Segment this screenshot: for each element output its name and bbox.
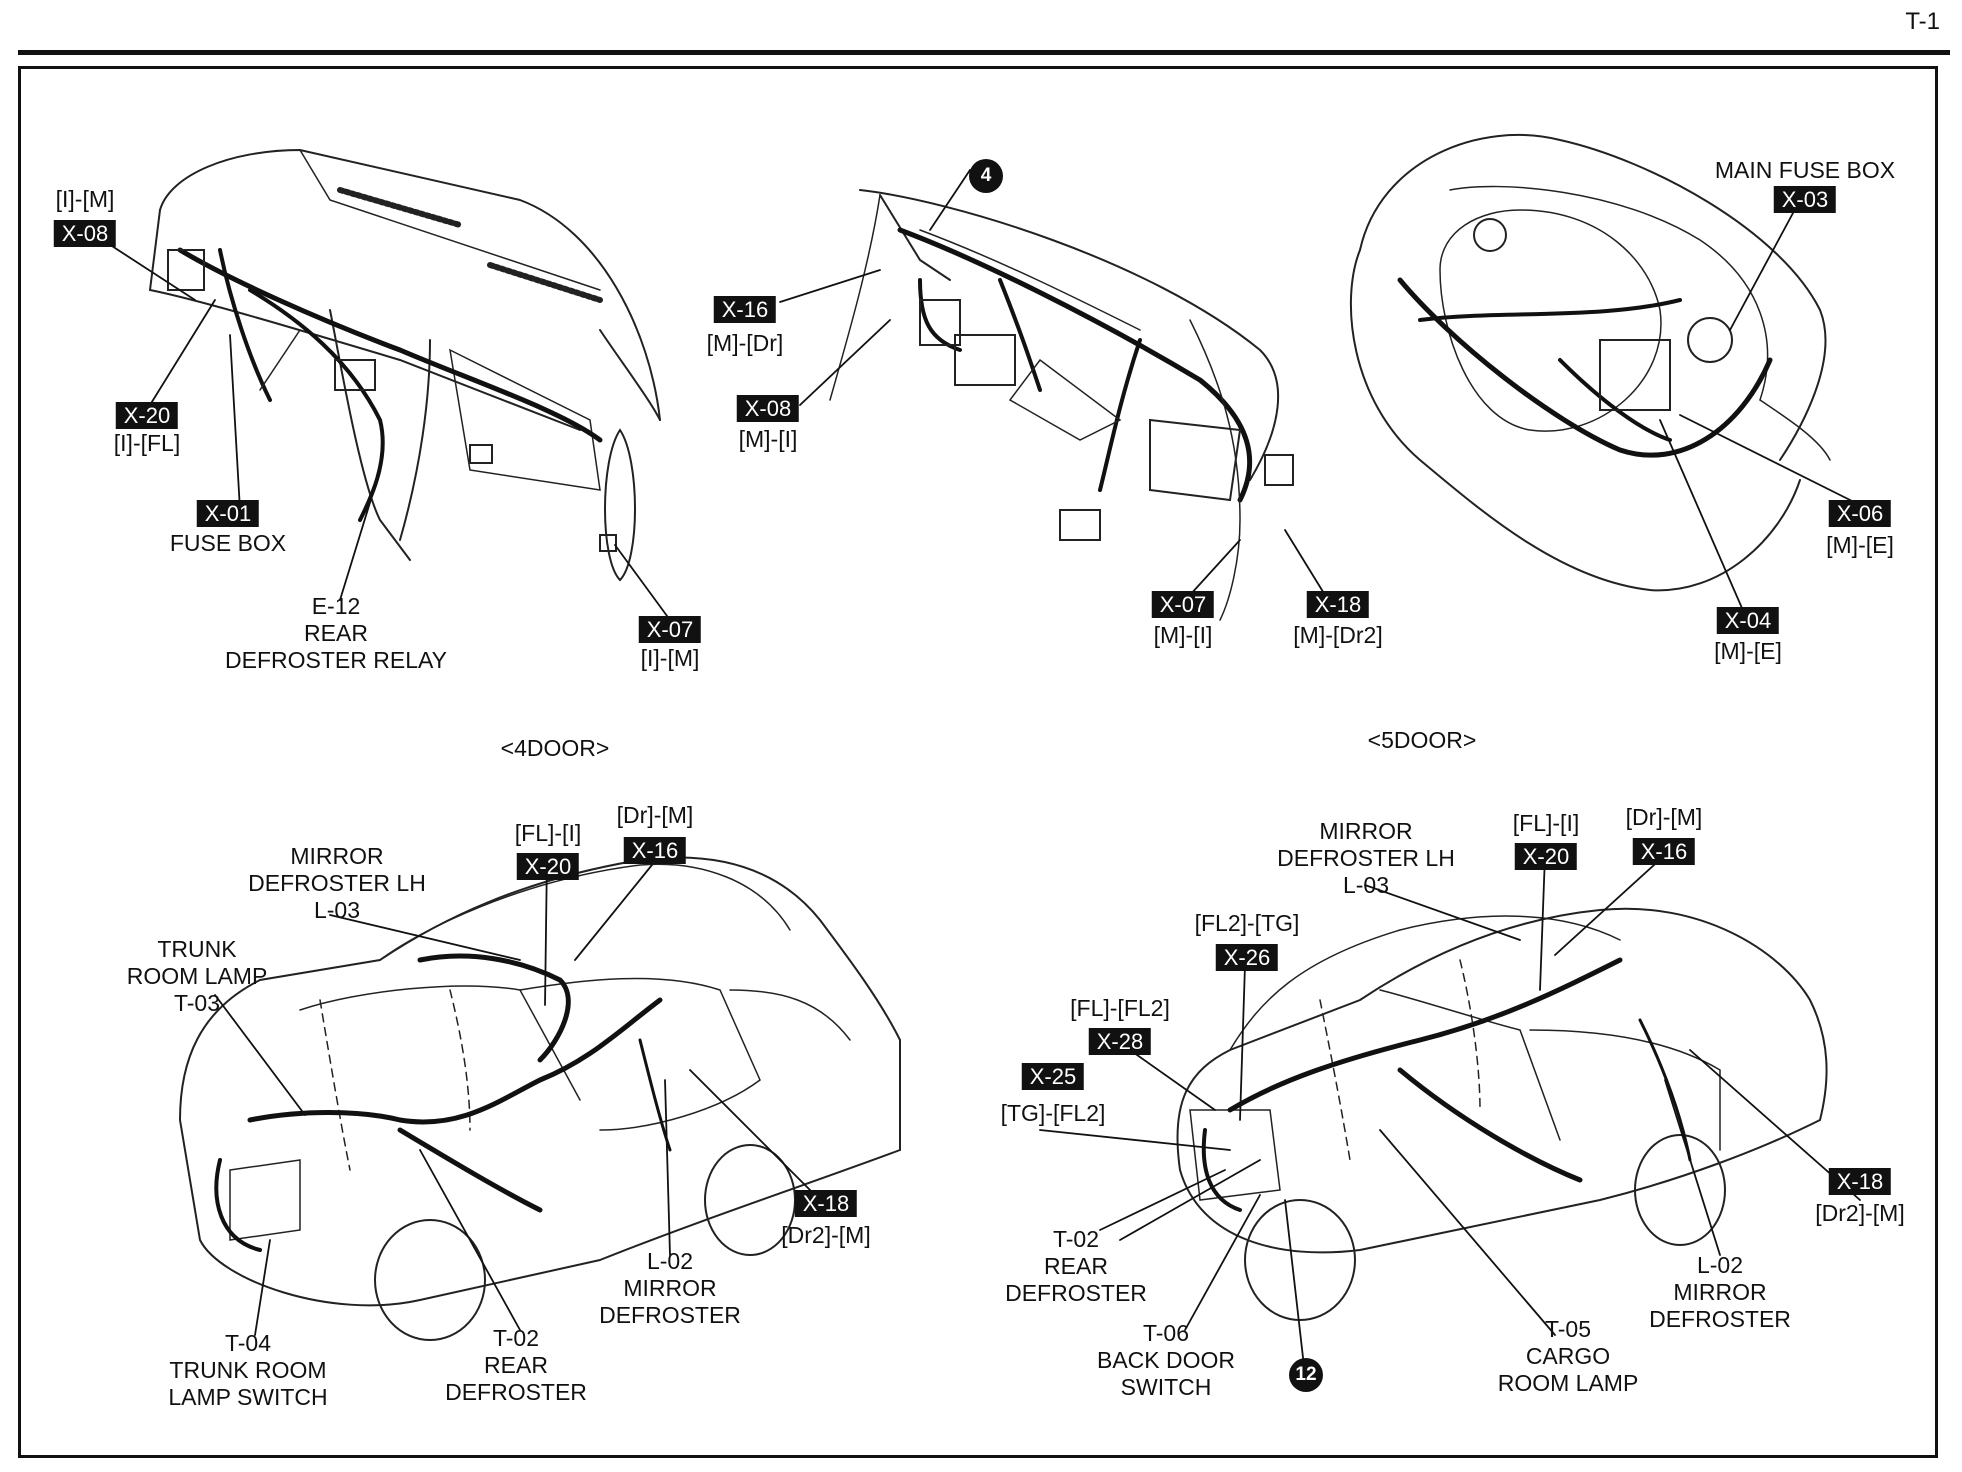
x20-plug-label: [I]-[FL] xyxy=(113,430,181,456)
5door-mirror-defroster-lh-label: MIRROR DEFROSTER LH L-03 xyxy=(1277,818,1455,898)
page-number: T-1 xyxy=(1905,8,1940,35)
e12-rear-defroster-relay-label: E-12 REAR DEFROSTER RELAY xyxy=(225,593,447,673)
x08-center-plug-label: [M]-[I] xyxy=(738,426,798,452)
x06-connector-tag: X-06 xyxy=(1828,500,1892,527)
x08-plug-label: [I]-[M] xyxy=(55,186,115,212)
4door-x20-connector-tag: X-20 xyxy=(516,853,580,880)
x06-plug-label: [M]-[E] xyxy=(1826,532,1894,558)
x07-plug-label: [I]-[M] xyxy=(640,645,700,671)
4door-t02-rear-defroster-label: T-02 REAR DEFROSTER xyxy=(445,1325,587,1405)
5door-x18-connector-tag: X-18 xyxy=(1828,1168,1892,1195)
4door-t04-trunk-room-lamp-switch-label: T-04 TRUNK ROOM LAMP SWITCH xyxy=(168,1330,328,1410)
4door-x16-connector-tag: X-16 xyxy=(623,837,687,864)
x07-connector-tag: X-07 xyxy=(638,616,702,643)
section-5door-heading: <5DOOR> xyxy=(1367,727,1477,753)
x03-connector-tag: X-03 xyxy=(1773,186,1837,213)
5door-x28-plug-label: [FL]-[FL2] xyxy=(1070,995,1170,1021)
x04-plug-label: [M]-[E] xyxy=(1714,638,1782,664)
x04-connector-tag: X-04 xyxy=(1716,607,1780,634)
4door-x16-plug-label: [Dr]-[M] xyxy=(616,802,694,828)
x16-center-plug-label: [M]-[Dr] xyxy=(706,330,784,356)
5door-x16-connector-tag: X-16 xyxy=(1632,838,1696,865)
fuse-box-label: FUSE BOX xyxy=(169,530,287,556)
callout-12-badge: 12 xyxy=(1289,1358,1323,1392)
main-harness-drawing xyxy=(829,189,1294,621)
5door-x28-connector-tag: X-28 xyxy=(1088,1028,1152,1055)
diagram-frame xyxy=(18,66,1938,1458)
x08-connector-tag: X-08 xyxy=(53,220,117,247)
x16-center-connector-tag: X-16 xyxy=(713,296,777,323)
4door-x20-plug-label: [FL]-[I] xyxy=(514,820,582,846)
5door-x20-plug-label: [FL]-[I] xyxy=(1512,810,1580,836)
5door-x16-plug-label: [Dr]-[M] xyxy=(1625,804,1703,830)
5door-t06-back-door-switch-label: T-06 BACK DOOR SWITCH xyxy=(1096,1320,1236,1400)
4door-x18-plug-label: [Dr2]-[M] xyxy=(781,1222,871,1248)
5door-t02-rear-defroster-label: T-02 REAR DEFROSTER xyxy=(1005,1226,1147,1306)
4door-mirror-defroster-lh-label: MIRROR DEFROSTER LH L-03 xyxy=(248,843,426,923)
x01-connector-tag: X-01 xyxy=(196,500,260,527)
x20-connector-tag: X-20 xyxy=(115,402,179,429)
x08-center-connector-tag: X-08 xyxy=(736,395,800,422)
leader-lines xyxy=(94,169,1861,1376)
5door-x25-connector-tag: X-25 xyxy=(1021,1063,1085,1090)
x18-center-connector-tag: X-18 xyxy=(1306,591,1370,618)
sedan-4door-drawing xyxy=(178,856,901,1341)
x18-center-plug-label: [M]-[Dr2] xyxy=(1293,622,1383,648)
main-fuse-box-label: MAIN FUSE BOX xyxy=(1714,157,1896,183)
engine-compartment-drawing xyxy=(1349,133,1831,592)
4door-trunk-room-lamp-label: TRUNK ROOM LAMP T-03 xyxy=(126,936,268,1016)
x07-center-connector-tag: X-07 xyxy=(1151,591,1215,618)
5door-t05-cargo-room-lamp-label: T-05 CARGO ROOM LAMP xyxy=(1497,1316,1639,1396)
header-rule xyxy=(18,50,1950,55)
5door-x18-plug-label: [Dr2]-[M] xyxy=(1815,1200,1905,1226)
4door-x18-connector-tag: X-18 xyxy=(794,1190,858,1217)
x07-center-plug-label: [M]-[I] xyxy=(1153,622,1213,648)
4door-l02-mirror-defroster-label: L-02 MIRROR DEFROSTER xyxy=(599,1248,741,1328)
section-4door-heading: <4DOOR> xyxy=(500,735,610,761)
hatchback-5door-drawing xyxy=(1176,907,1828,1321)
5door-x25-plug-label: [TG]-[FL2] xyxy=(1000,1100,1106,1126)
5door-x26-connector-tag: X-26 xyxy=(1215,944,1279,971)
5door-x26-plug-label: [FL2]-[TG] xyxy=(1194,910,1300,936)
5door-x20-connector-tag: X-20 xyxy=(1514,843,1578,870)
5door-l02-mirror-defroster-label: L-02 MIRROR DEFROSTER xyxy=(1649,1252,1791,1332)
callout-4-badge: 4 xyxy=(969,159,1003,193)
